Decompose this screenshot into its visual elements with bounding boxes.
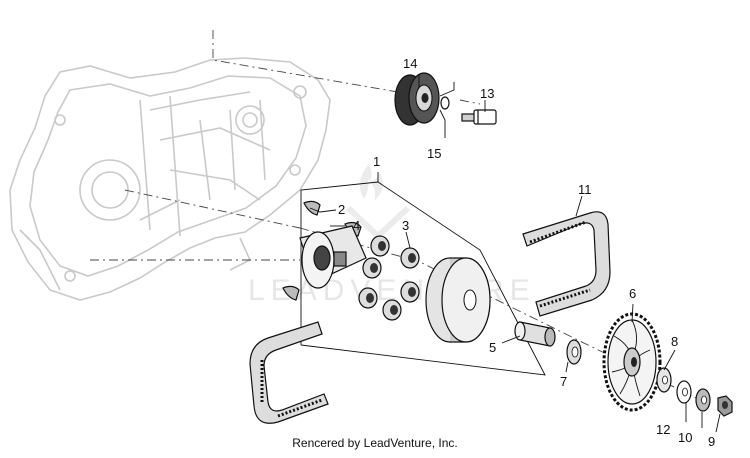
pin-part <box>461 109 497 125</box>
variator-pulley <box>425 257 491 343</box>
callout-15: 15 <box>427 146 441 161</box>
kit-bracket <box>300 181 546 376</box>
bushing-part <box>514 321 556 347</box>
nut-part <box>717 395 733 417</box>
washer-part-8 <box>656 367 672 393</box>
render-credit: Rencered by LeadVenture, Inc. <box>292 436 458 450</box>
callout-2: 2 <box>338 202 345 217</box>
callout-8: 8 <box>671 334 678 349</box>
callout-11: 11 <box>578 182 592 197</box>
callout-14: 14 <box>403 56 417 71</box>
callout-3: 3 <box>402 218 409 233</box>
washer-part-7 <box>566 339 582 365</box>
spring-washer-part <box>695 388 711 412</box>
ramp-plate <box>299 225 367 289</box>
callout-1: 1 <box>373 154 380 169</box>
leadventure-watermark: LEADVENTURE <box>248 165 530 307</box>
drive-belt-upper <box>522 211 611 317</box>
callout-4: 4 <box>353 218 360 233</box>
fan-pulley <box>602 312 662 412</box>
callout-13: 13 <box>480 86 494 101</box>
callout-12: 12 <box>656 422 670 437</box>
roller-part <box>394 72 440 126</box>
drive-belt-lower <box>249 321 329 424</box>
crankcase-outline <box>9 57 331 301</box>
callout-9: 9 <box>708 434 715 449</box>
callout-5: 5 <box>489 340 496 355</box>
washer-part-12 <box>676 380 692 404</box>
washer-part-15 <box>440 96 450 110</box>
callout-7: 7 <box>560 374 567 389</box>
callout-6: 6 <box>629 286 636 301</box>
variator-rollers <box>358 235 420 321</box>
leader-lines <box>309 74 721 433</box>
callout-10: 10 <box>678 430 692 445</box>
callout-labels: 14 13 15 1 2 4 3 11 6 5 8 7 12 10 9 <box>338 56 715 449</box>
